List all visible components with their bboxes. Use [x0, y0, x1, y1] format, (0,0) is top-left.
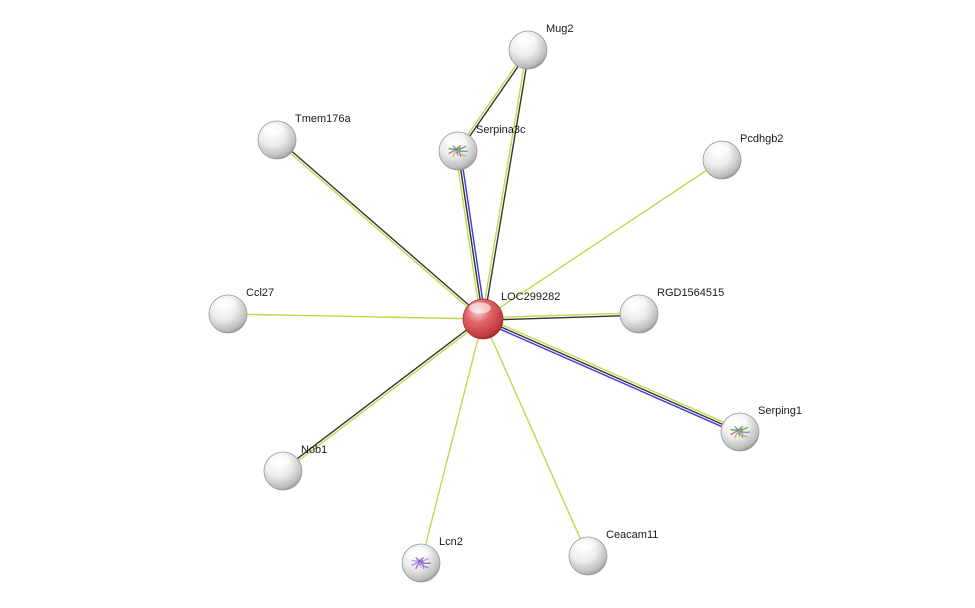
node-highlight — [444, 135, 466, 146]
node-highlight — [407, 547, 429, 558]
edge-LOC299282-Serping1[interactable] — [481, 316, 742, 435]
node-highlight — [214, 298, 236, 309]
node-highlight — [469, 302, 491, 314]
node-label-LOC299282: LOC299282 — [501, 291, 560, 303]
edge-LOC299282-RGD1564515[interactable] — [482, 312, 640, 321]
node-LOC299282[interactable]: LOC299282 — [462, 291, 560, 340]
edge-LOC299282-Mug2[interactable] — [481, 49, 530, 320]
protein-structure-icon — [730, 425, 751, 439]
edge-line-text-mining — [227, 313, 484, 320]
node-label-Lcn2: Lcn2 — [439, 536, 463, 548]
edge-line-co-expression — [277, 138, 485, 319]
node-highlight — [726, 416, 748, 427]
edge-LOC299282-Ccl27[interactable] — [227, 313, 484, 320]
edge-line-co-expression — [281, 317, 483, 471]
edge-line-co-expression — [483, 50, 530, 320]
node-Ceacam11[interactable]: Ceacam11 — [568, 529, 658, 576]
node-Ccl27[interactable]: Ccl27 — [208, 287, 274, 334]
node-highlight — [514, 34, 536, 45]
node-label-Mug2: Mug2 — [546, 23, 574, 35]
node-label-Nob1: Nob1 — [301, 444, 327, 456]
node-label-Serpina3c: Serpina3c — [476, 124, 526, 136]
edge-LOC299282-Nob1[interactable] — [281, 317, 485, 473]
node-Lcn2[interactable]: Lcn2 — [401, 536, 463, 583]
edge-line-homology — [459, 150, 487, 319]
edge-line-text-mining — [275, 140, 483, 321]
edge-line-text-mining — [483, 316, 742, 431]
node-highlight — [708, 144, 730, 155]
edge-line-co-expression — [483, 314, 640, 321]
node-Nob1[interactable]: Nob1 — [263, 444, 327, 491]
node-label-Pcdhgb2: Pcdhgb2 — [740, 133, 783, 145]
structure-strand — [457, 146, 466, 157]
node-label-Tmem176a: Tmem176a — [295, 113, 352, 125]
edge-LOC299282-Lcn2[interactable] — [420, 318, 484, 564]
structure-strand — [420, 558, 429, 569]
node-Tmem176a[interactable]: Tmem176a — [257, 113, 352, 160]
node-RGD1564515[interactable]: RGD1564515 — [619, 287, 724, 334]
node-Serpina3c[interactable]: Serpina3c — [438, 124, 526, 171]
edge-line-text-mining — [482, 159, 723, 320]
node-Pcdhgb2[interactable]: Pcdhgb2 — [702, 133, 783, 180]
structure-strand — [739, 427, 748, 438]
node-label-Ceacam11: Ceacam11 — [606, 529, 658, 541]
edge-line-text-mining — [454, 151, 482, 320]
node-label-Ccl27: Ccl27 — [246, 287, 274, 299]
edge-line-text-mining — [482, 312, 639, 319]
node-highlight — [574, 540, 596, 551]
edge-line-text-mining — [420, 318, 484, 564]
node-label-RGD1564515: RGD1564515 — [657, 287, 724, 299]
edge-line-co-expression — [457, 150, 484, 320]
edge-line-text-mining — [283, 319, 485, 473]
node-Mug2[interactable]: Mug2 — [508, 23, 574, 70]
edge-Serpina3c-Mug2[interactable] — [456, 48, 530, 153]
node-highlight — [625, 298, 647, 309]
edge-LOC299282-Serpina3c[interactable] — [454, 150, 487, 320]
node-Serping1[interactable]: Serping1 — [720, 405, 802, 452]
edge-line-text-mining — [482, 318, 589, 557]
node-label-Serping1: Serping1 — [758, 405, 802, 417]
edge-line-homology — [481, 320, 740, 435]
node-highlight — [269, 455, 291, 466]
edge-LOC299282-Tmem176a[interactable] — [275, 138, 485, 321]
edge-line-text-mining — [481, 49, 528, 319]
protein-structure-icon — [448, 144, 469, 158]
edge-line-co-expression — [458, 50, 530, 153]
edge-line-text-mining — [456, 48, 528, 151]
node-highlight — [263, 124, 285, 135]
edge-line-co-expression — [482, 318, 741, 433]
protein-structure-icon — [411, 556, 432, 570]
edges-layer — [227, 48, 742, 564]
edge-LOC299282-Ceacam11[interactable] — [482, 318, 589, 557]
edge-LOC299282-Pcdhgb2[interactable] — [482, 159, 723, 320]
